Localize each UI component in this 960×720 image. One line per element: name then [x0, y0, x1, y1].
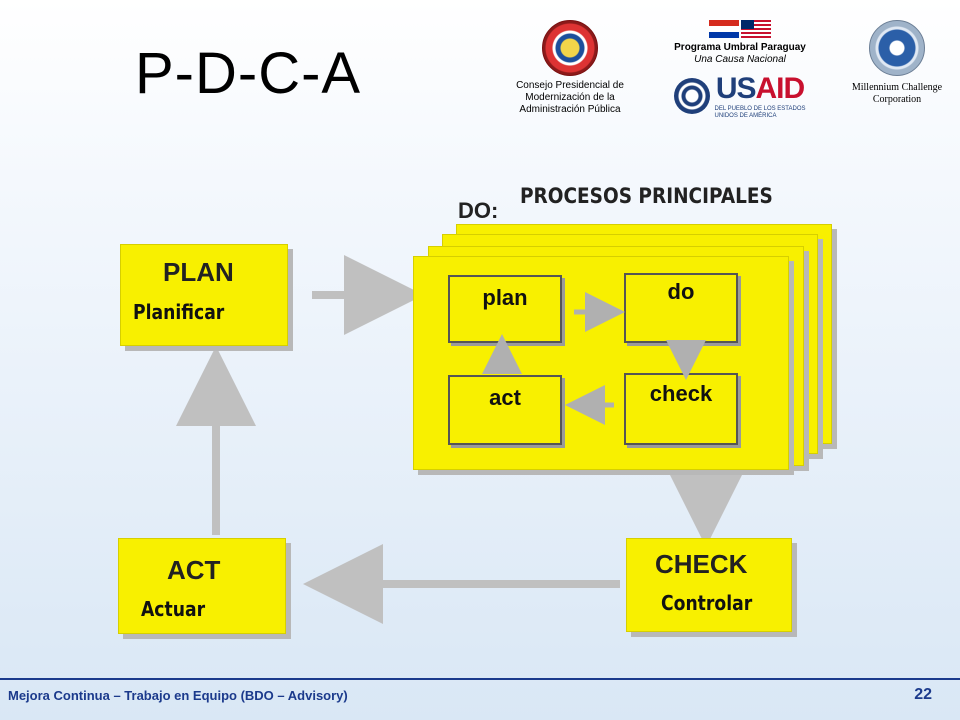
footer-divider: [0, 678, 960, 680]
programa-title: Programa Umbral Paraguay: [674, 42, 806, 53]
mcc-seal-icon: [869, 20, 925, 76]
plan-title: PLAN: [163, 257, 234, 287]
check-subtitle: Controlar: [661, 591, 753, 615]
inner-do-box: do: [624, 273, 738, 343]
consejo-logo: Consejo Presidencial de Modernización de…: [505, 20, 635, 116]
do-label: DO:: [458, 198, 499, 223]
usaid-sub-2: UNIDOS DE AMÉRICA: [714, 113, 777, 119]
page-number: 22: [914, 686, 932, 703]
plan-box: PLAN Planificar: [120, 244, 288, 346]
usaid-seal-icon: [674, 78, 711, 114]
inner-check-box: check: [624, 373, 738, 445]
check-title: CHECK: [655, 549, 748, 579]
inner-act-label: act: [489, 385, 521, 410]
inner-plan-box: plan: [448, 275, 562, 343]
plan-subtitle: Planificar: [133, 300, 225, 324]
usaid-logo: USAID DEL PUEBLO DE LOS ESTADOS UNIDOS D…: [660, 72, 820, 120]
consejo-caption-1: Consejo Presidencial de: [516, 80, 624, 91]
programa-subtitle: Una Causa Nacional: [694, 54, 786, 65]
do-card-front: plan do act check: [413, 256, 789, 470]
usaid-wordmark: USAID: [715, 72, 805, 105]
programa-logo: Programa Umbral Paraguay Una Causa Nacio…: [660, 20, 820, 120]
act-subtitle: Actuar: [141, 597, 206, 621]
page-title: P-D-C-A: [135, 41, 362, 106]
paraguay-us-flags-icon: [660, 20, 820, 38]
procesos-principales-label: PROCESOS PRINCIPALES: [520, 184, 773, 208]
act-box: ACT Actuar: [118, 538, 286, 634]
footer-text: Mejora Continua – Trabajo en Equipo (BDO…: [8, 688, 348, 703]
paraguay-seal-icon: [542, 20, 598, 76]
inner-check-label: check: [649, 381, 713, 406]
consejo-caption-2: Modernización de la: [525, 92, 615, 103]
act-title: ACT: [167, 555, 221, 585]
usaid-sub-1: DEL PUEBLO DE LOS ESTADOS: [714, 106, 806, 112]
inner-arrows: [482, 292, 706, 425]
mcc-caption-1: Millennium Challenge: [851, 82, 943, 93]
mcc-logo: Millennium Challenge Corporation: [842, 20, 952, 106]
consejo-caption-3: Administración Pública: [519, 104, 621, 115]
mcc-caption-2: Corporation: [872, 94, 922, 105]
check-box: CHECK Controlar: [626, 538, 792, 632]
inner-plan-label: plan: [482, 285, 528, 310]
inner-do-label: do: [667, 279, 695, 304]
inner-act-box: act: [448, 375, 562, 445]
